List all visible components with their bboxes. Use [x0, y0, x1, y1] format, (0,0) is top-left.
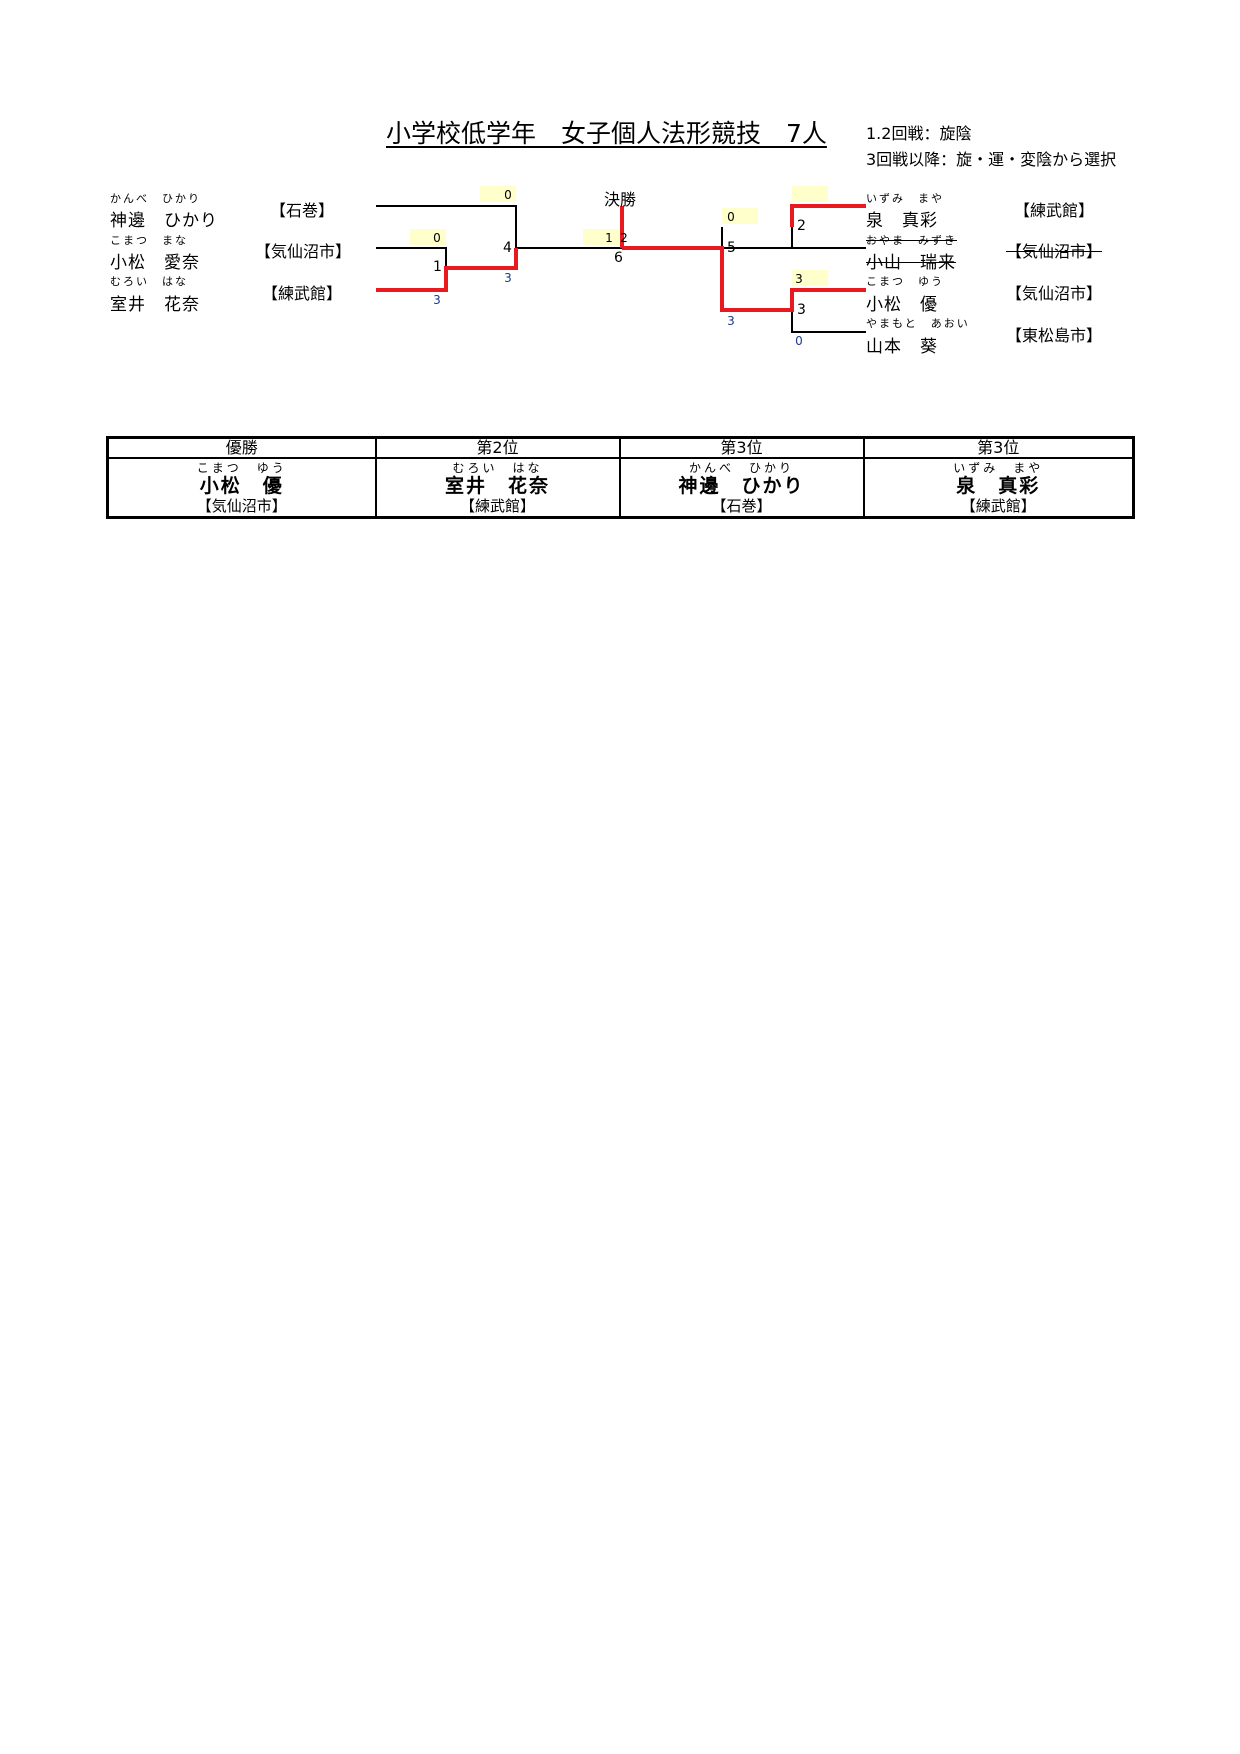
- rank-header-3rd: 第3位: [618, 436, 865, 459]
- final-label: 決勝: [604, 190, 637, 209]
- page-title: 小学校低学年 女子個人法形競技 7人: [386, 119, 827, 148]
- result-name: 泉 真彩: [956, 475, 1041, 497]
- result-cell: かんべ ひかり 神邊 ひかり 【石巻】: [618, 457, 865, 519]
- rank-header-3rd: 第3位: [862, 436, 1135, 459]
- score-highlight: [792, 186, 828, 202]
- match-number: 6: [614, 250, 623, 266]
- result-cell: こまつ ゆう 小松 優 【気仙沼市】: [106, 457, 377, 519]
- score: 0: [433, 231, 441, 245]
- entrant-name: 小松 愛奈: [110, 253, 200, 273]
- result-cell: いずみ まや 泉 真彩 【練武館】: [862, 457, 1135, 519]
- score: 0: [795, 334, 803, 348]
- entrant-club: 【練武館】: [262, 284, 343, 303]
- bracket-lines-winner: [376, 204, 866, 312]
- entrant-club-withdrawn: 【気仙沼市】: [1006, 242, 1103, 261]
- entrant-name: 小松 優: [866, 295, 938, 315]
- result-kana: かんべ ひかり: [688, 461, 794, 475]
- entrant-club: 【気仙沼市】: [1006, 284, 1103, 303]
- score-highlight: [410, 229, 446, 245]
- score-highlight: [480, 186, 516, 202]
- entrant-kana: こまつ ゆう: [866, 275, 944, 288]
- line-komatsu-mana: [376, 247, 447, 267]
- result-name: 室井 花奈: [444, 475, 550, 497]
- score: 0: [504, 188, 512, 202]
- tournament-bracket: [376, 204, 866, 333]
- result-club: 【練武館】: [960, 497, 1036, 515]
- bracket-lines-black: [376, 205, 866, 333]
- entrant-kana: こまつ まな: [110, 234, 188, 247]
- line-yamamoto: [791, 310, 866, 333]
- rank-header-1st: 優勝: [106, 436, 377, 459]
- result-club: 【練武館】: [459, 497, 535, 515]
- entrant-name-withdrawn: 小山 瑞来: [866, 253, 956, 273]
- line-kanbe: [376, 205, 517, 248]
- result-club: 【石巻】: [711, 497, 772, 515]
- score: 1: [605, 231, 613, 245]
- entrant-name: 神邊 ひかり: [110, 211, 218, 231]
- score: 3: [504, 271, 512, 285]
- result-name: 小松 優: [199, 475, 284, 497]
- result-kana: こまつ ゆう: [196, 461, 287, 475]
- entrant-kana: かんべ ひかり: [110, 192, 201, 205]
- entrant-kana: むろい はな: [110, 275, 188, 288]
- score: 0: [727, 210, 735, 224]
- result-cell: むろい はな 室井 花奈 【練武館】: [374, 457, 621, 519]
- results-row: こまつ ゆう 小松 優 【気仙沼市】 むろい はな 室井 花奈 【練武館】 かん…: [106, 457, 1135, 519]
- entrant-club: 【東松島市】: [1006, 326, 1103, 345]
- entrant-name: 室井 花奈: [110, 295, 200, 315]
- match-number: 5: [727, 240, 736, 256]
- rule-rounds-3-plus: 3回戦以降：旋・運・変陰から選択: [866, 150, 1117, 169]
- entrant-kana: やまもと あおい: [866, 317, 970, 330]
- entrant-name: 泉 真彩: [866, 211, 938, 231]
- match-number: 1: [433, 259, 442, 275]
- entrant-kana-withdrawn: おやま みずき: [866, 234, 957, 247]
- results-header-row: 優勝 第2位 第3位 第3位: [106, 436, 1135, 459]
- score-highlight: [792, 270, 828, 286]
- match-number: 3: [797, 302, 806, 318]
- match-number: 4: [503, 240, 512, 256]
- result-kana: いずみ まや: [953, 461, 1044, 475]
- entrant-name: 山本 葵: [866, 337, 938, 357]
- score: 2: [620, 231, 628, 245]
- winner-path-right: [622, 246, 866, 312]
- winner-path-left: [376, 248, 518, 292]
- results-table: 優勝 第2位 第3位 第3位 こまつ ゆう 小松 優 【気仙沼市】 むろい はな…: [106, 436, 1135, 519]
- rule-rounds-1-2: 1.2回戦：旋陰: [866, 124, 972, 143]
- entrant-kana: いずみ まや: [866, 192, 944, 205]
- entrant-club: 【石巻】: [270, 201, 335, 220]
- result-name: 神邊 ひかり: [678, 475, 805, 497]
- score-highlight: [583, 229, 619, 245]
- score: 3: [795, 272, 803, 286]
- score: 3: [727, 314, 735, 328]
- match-number: 2: [797, 218, 806, 234]
- line-oyama: [791, 227, 866, 249]
- score-highlight: [722, 208, 758, 224]
- entrant-club: 【気仙沼市】: [255, 242, 352, 261]
- result-kana: むろい はな: [452, 461, 543, 475]
- result-club: 【気仙沼市】: [196, 497, 287, 515]
- winner-izumi: [790, 204, 866, 227]
- score: 3: [433, 293, 441, 307]
- entrant-club: 【練武館】: [1014, 201, 1095, 220]
- rank-header-2nd: 第2位: [374, 436, 621, 459]
